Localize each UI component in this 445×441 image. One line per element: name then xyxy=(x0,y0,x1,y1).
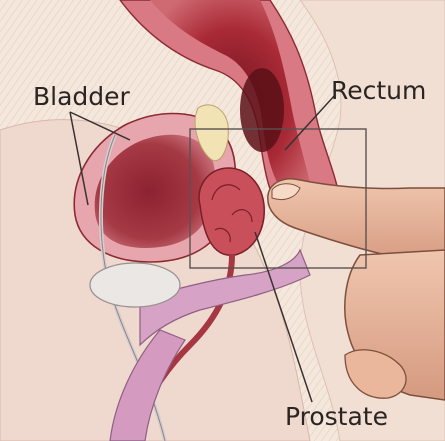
label-rectum: Rectum xyxy=(331,78,426,103)
pubic-bone xyxy=(90,263,180,307)
rectum-opening xyxy=(240,68,284,152)
label-bladder: Bladder xyxy=(33,84,130,109)
label-prostate: Prostate xyxy=(285,404,388,429)
